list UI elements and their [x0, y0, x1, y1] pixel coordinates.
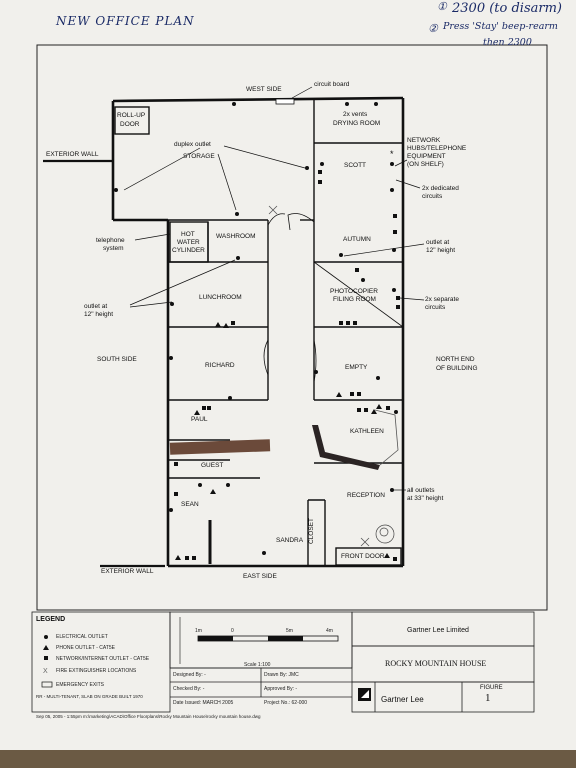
- tb-company-logo-text: Gartner Lee: [381, 695, 424, 704]
- footer-path: Sep 05, 2005 - 1:55pm m:\marketing\ACAD\…: [36, 714, 261, 719]
- north-end-label-2: OF BUILDING: [436, 365, 478, 372]
- callout-vents: 2x vents: [343, 111, 368, 118]
- handwritten-note-3: then 2300: [483, 37, 532, 48]
- scale-tick-1: 1m: [195, 628, 202, 634]
- room-kathleen: KATHLEEN: [350, 428, 384, 435]
- exterior-wall-bottom-label: EXTERIOR WALL: [101, 568, 154, 575]
- west-side-label: WEST SIDE: [246, 86, 282, 93]
- room-sean: SEAN: [181, 501, 199, 508]
- svg-text:*: *: [390, 149, 394, 159]
- callout-separate-2: circuits: [425, 304, 446, 311]
- callout-outlets33-2: at 33" height: [407, 495, 444, 502]
- room-sandra: SANDRA: [276, 537, 304, 544]
- room-front-door: FRONT DOOR: [341, 553, 385, 560]
- room-autumn: AUTUMN: [343, 236, 371, 243]
- callout-outlet12-left-2: 12" height: [84, 311, 114, 318]
- scale-label: Scale 1:100: [244, 662, 271, 668]
- room-storage: STORAGE: [183, 153, 215, 160]
- legend-item-network: NETWORK/INTERNET OUTLET - CAT5E: [56, 656, 150, 662]
- room-hotwater-3: CYLINDER: [172, 247, 205, 254]
- scale-tick-3: 5m: [286, 628, 293, 634]
- room-empty: EMPTY: [345, 364, 368, 371]
- callout-outlet12-right-1: outlet at: [426, 239, 450, 246]
- scale-tick-2: 0: [231, 628, 234, 634]
- handwritten-title: NEW OFFICE PLAN: [56, 14, 195, 28]
- callout-network-1: NETWORK: [407, 137, 441, 144]
- callout-telephone-1: telephone: [96, 237, 125, 244]
- room-lunchroom: LUNCHROOM: [199, 294, 242, 301]
- room-richard: RICHARD: [205, 362, 235, 369]
- callout-network-2: HUBS/TELEPHONE: [407, 145, 467, 152]
- room-scott: SCOTT: [344, 162, 367, 169]
- legend-note: RR - MULTI-TENANT, SLAB ON GRADE BUILT 1…: [36, 694, 143, 699]
- callout-outlets33-1: all outlets: [407, 487, 435, 494]
- room-rollup-2: DOOR: [120, 121, 140, 128]
- svg-text:X: X: [43, 668, 48, 675]
- callout-circuit-board: circuit board: [314, 81, 350, 88]
- room-washroom: WASHROOM: [216, 233, 256, 240]
- room-paul: PAUL: [191, 416, 208, 423]
- legend-item-electrical: ELECTRICAL OUTLET: [56, 634, 108, 640]
- scale-tick-4: 4m: [326, 628, 333, 634]
- note-number-1: ①: [437, 0, 447, 13]
- room-hotwater-2: WATER: [177, 239, 200, 246]
- callout-outlet12-right-2: 12" height: [426, 247, 456, 254]
- room-photocopier-1: PHOTOCOPIER: [330, 288, 378, 295]
- drawing-border: [36, 44, 548, 611]
- legend-item-exits: EMERGENCY EXITS: [56, 682, 104, 688]
- paper-sheet: [0, 0, 576, 750]
- tb-date: Date Issued: MARCH 2005: [173, 700, 234, 706]
- legend-item-phone: PHONE OUTLET - CAT5E: [56, 645, 115, 651]
- callout-network-3: EQUIPMENT: [407, 153, 446, 160]
- tb-approved: Approved By: -: [264, 686, 298, 692]
- room-drying: DRYING ROOM: [333, 120, 381, 127]
- room-guest: GUEST: [201, 462, 224, 469]
- tb-checked: Checked By: -: [173, 686, 205, 692]
- handwritten-note-1: 2300 (to disarm): [452, 1, 562, 16]
- legend-title: LEGEND: [36, 616, 66, 623]
- room-reception: RECEPTION: [347, 492, 385, 499]
- south-side-label: SOUTH SIDE: [97, 356, 137, 363]
- callout-dedicated-2: circuits: [422, 193, 443, 200]
- room-hotwater-1: HOT: [181, 231, 195, 238]
- callout-telephone-2: system: [103, 245, 124, 252]
- tb-figure-label: FIGURE: [480, 685, 503, 691]
- west-wall: [112, 96, 404, 103]
- tb-company-top: Gartner Lee Limited: [407, 627, 469, 634]
- callout-dedicated-1: 2x dedicated: [422, 185, 459, 192]
- tb-designed: Designed By: -: [173, 672, 206, 678]
- room-photocopier-2: FILING ROOM: [333, 296, 376, 303]
- legend-item-fire: FIRE EXTINGUISHER LOCATIONS: [56, 668, 137, 674]
- tb-figure-number: 1: [485, 692, 491, 704]
- callout-duplex: duplex outlet: [174, 141, 211, 148]
- tb-project: Project No.: 62-000: [264, 700, 308, 706]
- callout-network-4: (ON SHELF): [407, 161, 444, 168]
- tb-project-name: ROCKY MOUNTAIN HOUSE: [385, 659, 487, 668]
- east-side-label: EAST SIDE: [243, 573, 277, 580]
- callout-outlet12-left-1: outlet at: [84, 303, 108, 310]
- north-end-label-1: NORTH END: [436, 356, 475, 363]
- callout-separate-1: 2x separate: [425, 296, 459, 303]
- exterior-wall-top-label: EXTERIOR WALL: [46, 151, 99, 158]
- room-rollup-1: ROLL-UP: [117, 112, 146, 119]
- tb-drawn: Drawn By: JMC: [264, 672, 299, 678]
- room-closet: CLOSET: [308, 517, 315, 544]
- handwritten-note-2: Press 'Stay' beep-rearm: [443, 21, 558, 32]
- note-number-2: ②: [428, 22, 438, 35]
